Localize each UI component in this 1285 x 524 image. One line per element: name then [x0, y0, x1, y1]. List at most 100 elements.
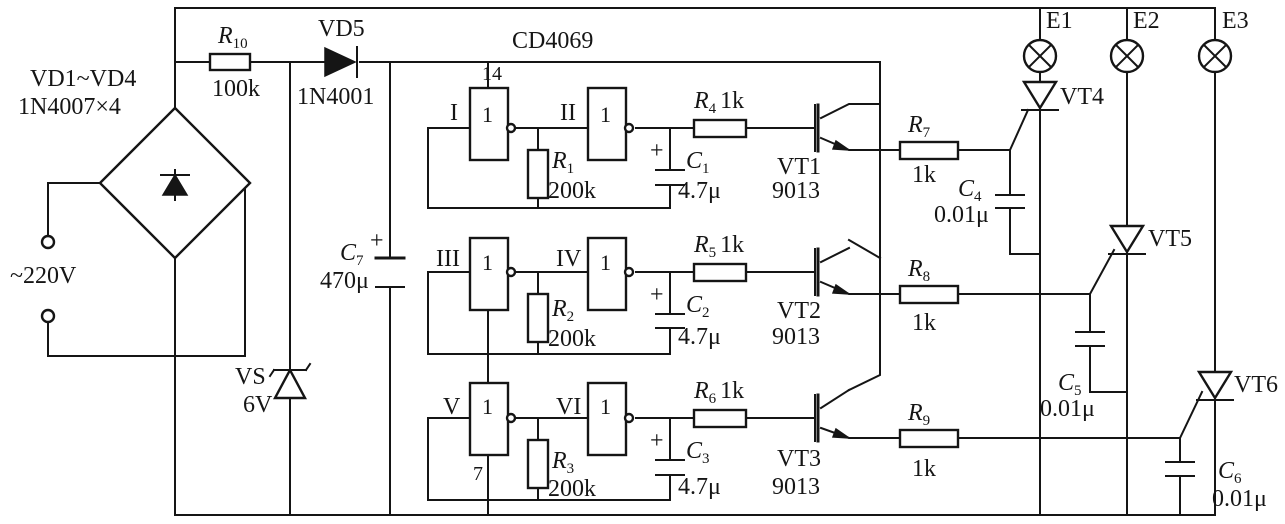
- r10-name: R: [217, 23, 233, 49]
- c2-value: 4.7μ: [678, 324, 721, 350]
- vt1-part: 9013: [772, 178, 820, 204]
- r1-name: R: [551, 148, 567, 174]
- resistor-r1: [526, 148, 550, 200]
- vt3-part: 9013: [772, 474, 820, 500]
- r1-value: 200k: [548, 178, 596, 204]
- capacitor-c5: [1075, 331, 1105, 347]
- c3-sub: 3: [702, 451, 710, 467]
- gate-2a-symbol: 1: [482, 250, 493, 275]
- gate-1a-label: I: [450, 100, 458, 126]
- ic-vdd-pin: 14: [482, 63, 502, 85]
- thyristor-vt4: [1021, 80, 1059, 111]
- c2-name: C: [686, 292, 703, 318]
- bridge-rectifier: [98, 106, 252, 260]
- vd5-part: 1N4001: [297, 84, 374, 110]
- resistor-r9: [898, 428, 960, 449]
- gate-1a-symbol: 1: [482, 102, 493, 127]
- resistor-r10: [208, 52, 252, 72]
- vs-value: 6V: [243, 392, 273, 418]
- r7-value: 1k: [912, 162, 936, 188]
- r4-sub: 4: [709, 101, 717, 117]
- gate-1b-label: II: [560, 100, 576, 126]
- vt2-name: VT2: [777, 298, 821, 324]
- r1-sub: 1: [567, 161, 575, 177]
- svg-text:R3: R3: [551, 448, 574, 477]
- r10-sub: 10: [233, 36, 248, 52]
- r9-sub: 9: [923, 413, 931, 429]
- c2-sub: 2: [702, 305, 710, 321]
- resistor-r4: [692, 118, 748, 139]
- c1-value: 4.7μ: [678, 178, 721, 204]
- svg-text:R10: R10: [217, 23, 248, 52]
- r10-value: 100k: [212, 76, 260, 102]
- c7-value: 470μ: [320, 268, 369, 294]
- r7-name: R: [907, 112, 923, 138]
- svg-text:C2: C2: [686, 292, 710, 321]
- capacitor-c6: [1165, 461, 1195, 477]
- diode-vd5: [324, 46, 358, 78]
- svg-text:R8: R8: [907, 256, 930, 285]
- r9-value: 1k: [912, 456, 936, 482]
- inverter-gate-1a: [468, 86, 517, 162]
- resistor-r6: [692, 408, 748, 429]
- r8-sub: 8: [923, 269, 931, 285]
- r3-value: 200k: [548, 476, 596, 502]
- thyristor-vt5: [1108, 224, 1146, 255]
- r5-value: 1k: [720, 232, 744, 258]
- wires: [47, 7, 1216, 516]
- vt4-label: VT4: [1060, 84, 1104, 110]
- r5-sub: 5: [709, 245, 717, 261]
- vt2-part: 9013: [772, 324, 820, 350]
- r2-sub: 2: [567, 309, 575, 325]
- gate-1b-symbol: 1: [600, 102, 611, 127]
- c2-plus: +: [650, 282, 664, 308]
- svg-text:C3: C3: [686, 438, 710, 467]
- inverter-gate-2a: [468, 236, 517, 312]
- lamp-e2: [1109, 38, 1145, 74]
- e2-label: E2: [1133, 8, 1160, 34]
- capacitor-c3: [655, 459, 685, 476]
- lamp-e1: [1022, 38, 1058, 74]
- transistor-vt2: [816, 247, 852, 297]
- inverter-gate-2b: [586, 236, 635, 312]
- r4-name: R: [693, 88, 709, 114]
- r6-sub: 6: [709, 391, 717, 407]
- e3-label: E3: [1222, 8, 1249, 34]
- transistor-vt1: [816, 103, 852, 153]
- thyristor-vt6: [1196, 370, 1234, 401]
- c6-value: 0.01μ: [1212, 486, 1267, 512]
- ac-source-label: ~220V: [10, 263, 77, 289]
- c4-sub: 4: [974, 189, 982, 205]
- c4-name: C: [958, 176, 975, 202]
- vt3-name: VT3: [777, 446, 821, 472]
- bridge-name-label: VD1~VD4: [30, 66, 136, 92]
- r2-name: R: [551, 296, 567, 322]
- c7-plus: +: [370, 228, 384, 254]
- c1-name: C: [686, 148, 703, 174]
- capacitor-c1: [655, 169, 685, 186]
- stage-wiring: [427, 103, 1204, 516]
- labels: VD1~VD4 1N4007×4 ~220V R10 100k VD5 1N40…: [10, 16, 593, 485]
- capacitor-c4: [995, 194, 1025, 209]
- resistor-r3: [526, 438, 550, 490]
- svg-text:C4: C4: [958, 176, 982, 205]
- gate-2a-label: III: [436, 246, 460, 272]
- c6-sub: 6: [1234, 471, 1242, 487]
- inverter-gate-3b: [586, 381, 635, 457]
- c7-sub: 7: [356, 253, 364, 269]
- lamp-e3: [1197, 38, 1233, 74]
- c5-sub: 5: [1074, 383, 1082, 399]
- gate-3a-label: V: [443, 394, 461, 420]
- bridge-part-label: 1N4007×4: [18, 94, 121, 120]
- capacitor-c2: [655, 313, 685, 329]
- r2-value: 200k: [548, 326, 596, 352]
- inverter-gate-3a: [468, 381, 517, 457]
- c7-name: C: [340, 240, 357, 266]
- gate-2b-label: IV: [556, 246, 582, 272]
- vd5-name: VD5: [318, 16, 365, 42]
